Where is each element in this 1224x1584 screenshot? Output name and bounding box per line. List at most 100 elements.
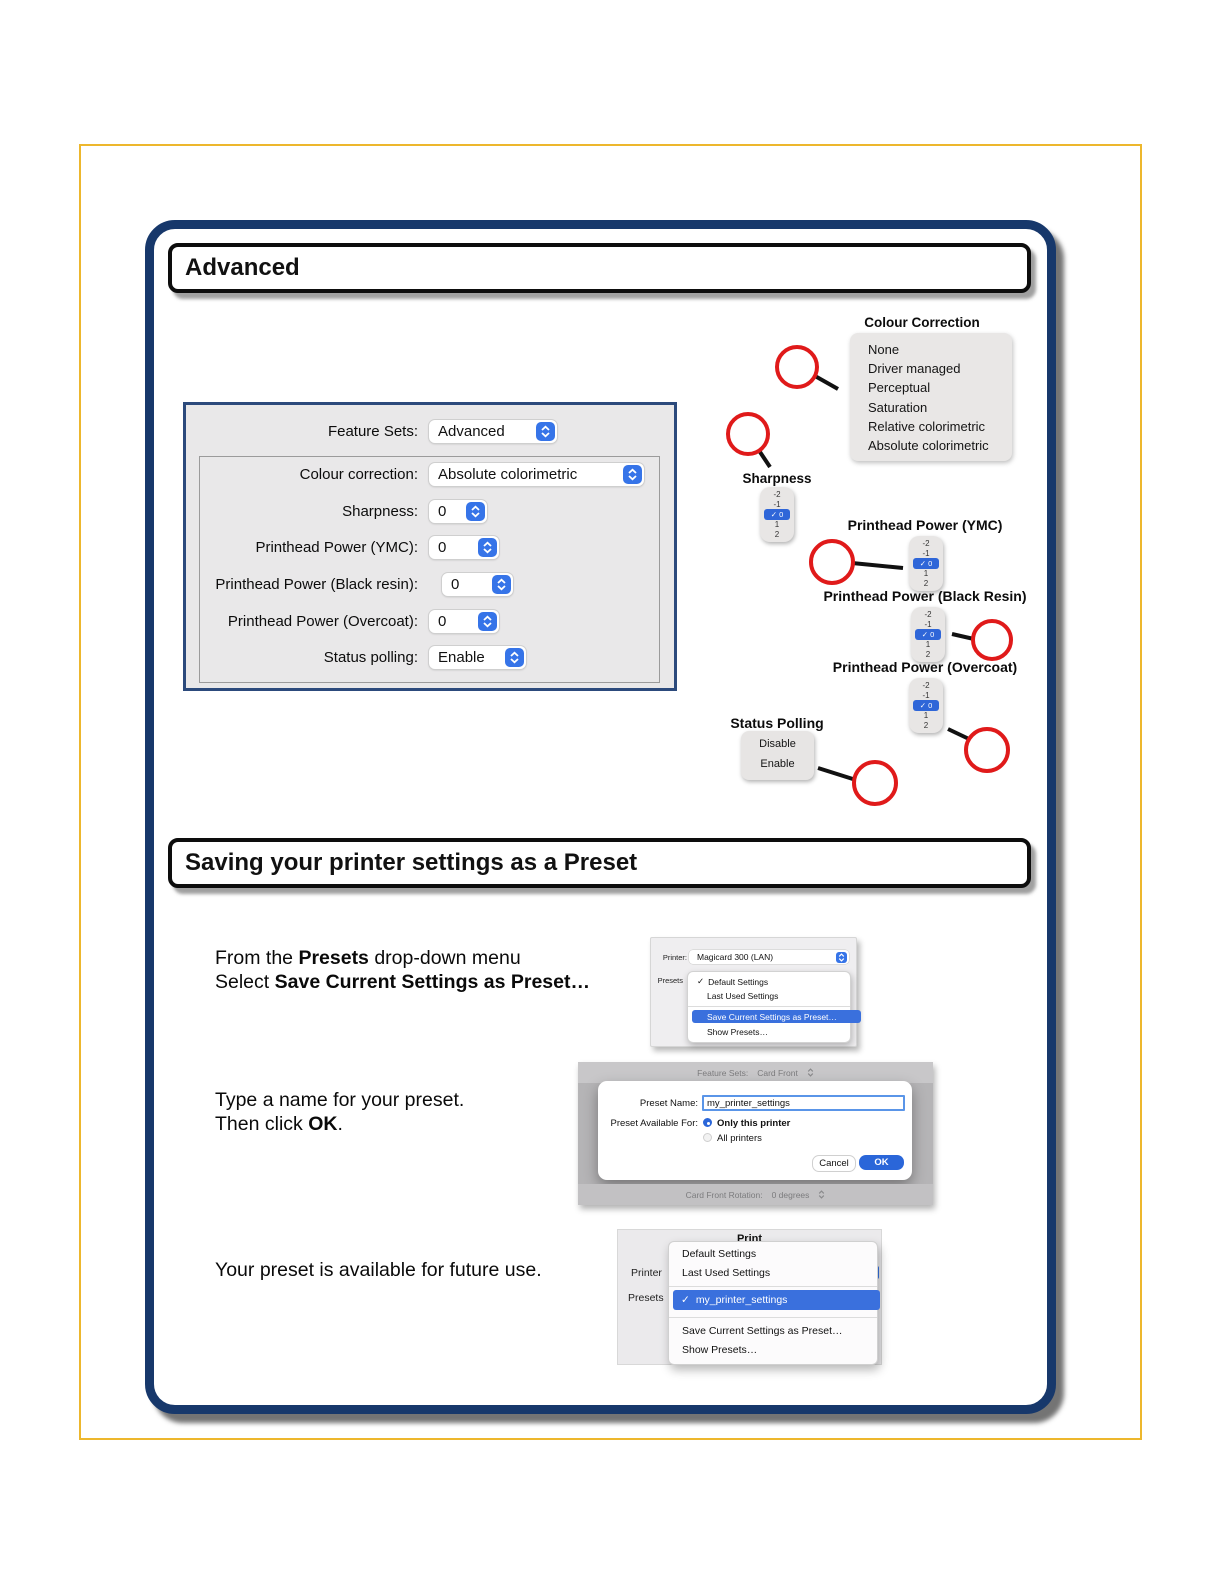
spin-option[interactable]: 1 — [925, 640, 931, 650]
section-header-presets: Saving your printer settings as a Preset — [168, 838, 1031, 888]
feature-sets-value: Advanced — [438, 423, 505, 440]
screenshot-preset-dialog: Feature Sets: Card Front Preset Name: Pr… — [578, 1062, 933, 1205]
spin-option-selected[interactable]: ✓0 — [913, 700, 939, 712]
callout-title-black-resin: Printhead Power (Black Resin) — [823, 588, 1027, 604]
rotation-value: 0 degrees — [771, 1189, 810, 1200]
advanced-settings-group — [199, 456, 660, 683]
status-polling-menu: Disable Enable — [741, 731, 814, 780]
spin-option[interactable]: -2 — [924, 610, 932, 619]
presets-label: Presets — [657, 976, 683, 985]
callout-title-colour-correction: Colour Correction — [864, 315, 980, 330]
printhead-ymc-dropdown[interactable]: 0 — [429, 536, 499, 559]
menu-separator — [688, 1006, 850, 1007]
radio-only-this-printer[interactable] — [703, 1118, 712, 1127]
sharpness-spin-menu: -2 -1 ✓0 1 2 — [760, 487, 794, 543]
menu-item-checked[interactable]: ✓ Default Settings — [697, 976, 769, 987]
menu-item-highlighted[interactable]: Save Current Settings as Preset… — [692, 1010, 861, 1023]
text: drop-down menu — [368, 947, 521, 969]
check-icon: ✓ — [770, 509, 778, 519]
callout-title-overcoat: Printhead Power (Overcoat) — [832, 659, 1018, 675]
cancel-button[interactable]: Cancel — [812, 1155, 856, 1172]
printhead-black-resin-dropdown[interactable]: 0 — [442, 573, 513, 596]
spin-option-selected[interactable]: ✓0 — [913, 558, 939, 570]
spin-option[interactable]: 1 — [774, 520, 780, 530]
overcoat-spin-menu: -2 -1 ✓0 1 2 — [909, 678, 943, 734]
radio-label: Only this printer — [717, 1118, 791, 1129]
printhead-overcoat-dropdown[interactable]: 0 — [429, 610, 499, 633]
stepper-icon — [836, 951, 847, 963]
ok-button[interactable]: OK — [859, 1155, 904, 1170]
spin-option[interactable]: 1 — [923, 711, 929, 721]
stepper-icon — [492, 575, 511, 594]
menu-item[interactable]: None — [868, 342, 900, 357]
menu-item[interactable]: Relative colorimetric — [868, 418, 986, 434]
menu-item[interactable]: Save Current Settings as Preset… — [682, 1325, 843, 1337]
menu-item-checked-highlighted[interactable]: ✓ my_printer_settings — [673, 1290, 880, 1310]
colour-correction-dropdown[interactable]: Absolute colorimetric — [429, 463, 644, 486]
text: Select — [215, 971, 275, 993]
menu-item[interactable]: Perceptual — [868, 380, 931, 396]
status-polling-dropdown[interactable]: Enable — [429, 646, 526, 669]
printhead-black-resin-value: 0 — [451, 576, 460, 593]
section-title: Advanced — [185, 254, 300, 281]
check-icon: ✓ — [681, 1294, 690, 1306]
text: Then click — [215, 1113, 309, 1135]
save-preset-dialog: Preset Name: Preset Available For: Only … — [598, 1081, 912, 1180]
stepper-icon — [466, 502, 485, 521]
step1-text: From the Presets drop-down menu Select S… — [215, 946, 590, 994]
colour-correction-menu: None Driver managed Perceptual Saturatio… — [850, 333, 1012, 461]
spin-option[interactable]: 1 — [923, 569, 929, 579]
menu-item[interactable]: Default Settings — [682, 1248, 757, 1260]
printhead-overcoat-label: Printhead Power (Overcoat): — [227, 613, 418, 630]
presets-menu: ✓ Default Settings Last Used Settings Sa… — [687, 971, 861, 1043]
spin-option[interactable]: 2 — [774, 529, 780, 539]
spin-option-selected[interactable]: ✓0 — [764, 509, 790, 521]
callout-title-ymc: Printhead Power (YMC) — [847, 517, 1003, 533]
presets-menu: Default Settings Last Used Settings ✓ my… — [668, 1241, 880, 1365]
printer-label: Printer — [631, 1267, 662, 1279]
feature-sets-value: Card Front — [757, 1067, 798, 1078]
menu-item[interactable]: Last Used Settings — [707, 991, 779, 1001]
spin-option[interactable]: 2 — [923, 720, 929, 730]
presets-label: Presets — [628, 1292, 664, 1304]
feature-sets-label: Feature Sets: — [327, 423, 418, 440]
spin-option-selected[interactable]: ✓0 — [915, 629, 941, 641]
spin-option[interactable]: -1 — [924, 619, 932, 629]
feature-sets-dropdown[interactable]: Advanced — [429, 420, 557, 443]
radio-all-printers[interactable] — [703, 1133, 712, 1142]
preset-name-input[interactable] — [702, 1095, 905, 1111]
preset-name-label: Preset Name: — [639, 1098, 698, 1109]
step2-text: Type a name for your preset. Then click … — [215, 1088, 464, 1136]
spin-option[interactable]: 2 — [925, 649, 931, 659]
spin-option[interactable]: -2 — [773, 490, 781, 499]
menu-item[interactable]: Enable — [760, 758, 795, 770]
spin-option[interactable]: -2 — [922, 539, 930, 548]
spin-option[interactable]: -2 — [922, 681, 930, 690]
menu-item[interactable]: Absolute colorimetric — [868, 438, 989, 454]
stepper-icon — [623, 465, 642, 484]
menu-separator — [669, 1317, 877, 1318]
check-icon: ✓ — [919, 700, 927, 710]
radio-label: All printers — [717, 1133, 762, 1144]
stepper-icon — [478, 612, 497, 631]
spin-option[interactable]: -1 — [922, 548, 930, 558]
menu-item[interactable]: Disable — [759, 738, 796, 750]
menu-item[interactable]: Show Presets… — [682, 1344, 758, 1356]
screenshot-saved-preset-menu: Print Printer Presets Default Settings L… — [617, 1229, 882, 1365]
menu-item[interactable]: Saturation — [868, 399, 928, 415]
sharpness-dropdown[interactable]: 0 — [429, 500, 487, 523]
spin-option[interactable]: -1 — [922, 690, 930, 700]
printhead-ymc-value: 0 — [438, 539, 447, 556]
spin-option[interactable]: 2 — [923, 578, 929, 588]
menu-item[interactable]: Last Used Settings — [682, 1267, 771, 1279]
text-bold: Save Current Settings as Preset… — [274, 971, 590, 993]
stepper-icon — [536, 422, 555, 441]
printer-dropdown[interactable]: Magicard 300 (LAN) — [689, 950, 849, 964]
menu-item[interactable]: Show Presets… — [707, 1027, 768, 1037]
stepper-icon — [505, 648, 524, 667]
callout-title-status-polling: Status Polling — [730, 715, 824, 731]
menu-item[interactable]: Driver managed — [868, 361, 961, 377]
spin-option[interactable]: -1 — [773, 499, 781, 509]
text: Your preset is available for future use. — [215, 1259, 542, 1281]
